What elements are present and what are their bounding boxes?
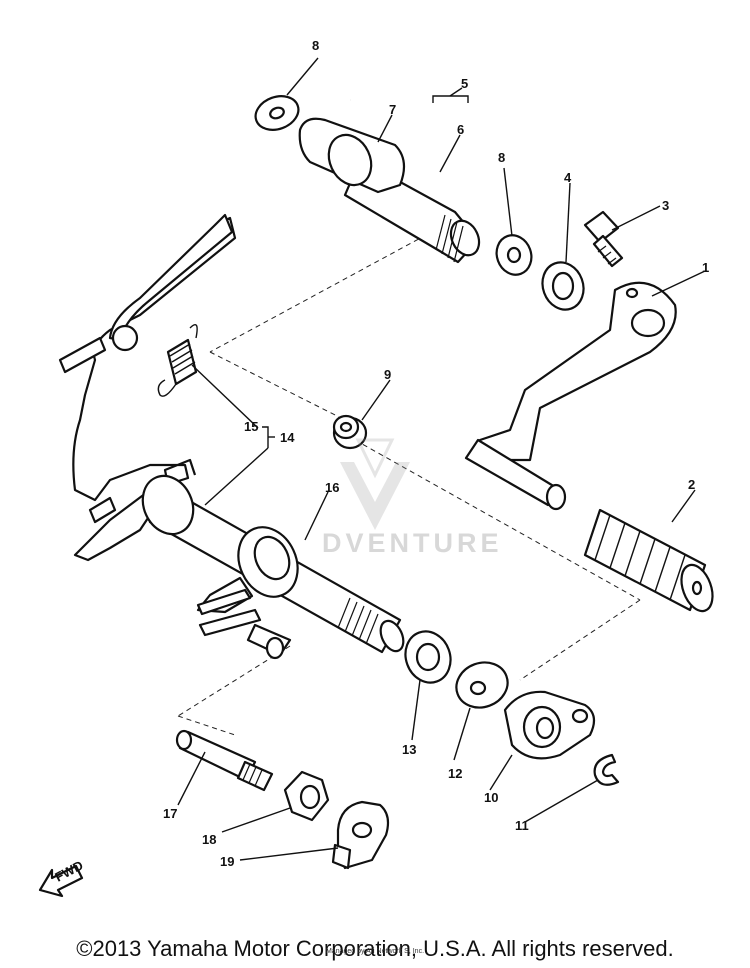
shift-shaft-6 xyxy=(298,117,481,264)
shift-arm-14 xyxy=(58,213,237,562)
part-label-19: 19 xyxy=(220,854,234,869)
spring-15 xyxy=(157,324,198,397)
stud-bolt-17 xyxy=(175,729,274,792)
part-label-8-top: 8 xyxy=(312,38,319,53)
exploded-parts-diagram: FWD 1 2 3 4 5 6 7 xyxy=(38,38,714,898)
shift-rubber-2 xyxy=(583,508,714,613)
part-label-15: 15 xyxy=(244,419,258,434)
oil-seal-4 xyxy=(541,261,585,311)
part-label-5: 5 xyxy=(461,76,468,91)
washer-12 xyxy=(455,661,509,709)
part-label-4: 4 xyxy=(564,170,572,185)
part-label-1: 1 xyxy=(702,260,709,275)
circlip-11 xyxy=(593,753,620,786)
bracket-5 xyxy=(432,87,469,103)
part-label-16: 16 xyxy=(325,480,339,495)
part-label-18: 18 xyxy=(202,832,216,847)
bracket-15-14 xyxy=(262,426,275,448)
part-label-12: 12 xyxy=(448,766,462,781)
washer-8-mid xyxy=(495,234,533,276)
stopper-10 xyxy=(503,690,596,760)
part-label-14: 14 xyxy=(280,430,295,445)
part-label-17: 17 xyxy=(163,806,177,821)
fwd-arrow-icon: FWD xyxy=(38,858,86,898)
part-label-9: 9 xyxy=(384,367,391,382)
pins xyxy=(196,588,292,660)
collar-9 xyxy=(332,414,368,450)
nut-18 xyxy=(283,770,330,822)
sub-credit: Managed by Ari Network S, Inc. xyxy=(325,948,425,955)
part-label-7: 7 xyxy=(389,102,396,117)
copyright-notice: ©2013 Yamaha Motor Corporation, U.S.A. A… xyxy=(76,936,674,961)
collar-16 xyxy=(196,526,299,614)
part-label-2: 2 xyxy=(688,477,695,492)
part-label-13: 13 xyxy=(402,742,416,757)
bolt-3 xyxy=(583,210,624,268)
shift-lever-1 xyxy=(464,281,677,511)
part-label-11: 11 xyxy=(515,818,529,833)
part-label-3: 3 xyxy=(662,198,669,213)
lock-plate-19 xyxy=(331,800,390,870)
leader-lines xyxy=(177,57,706,861)
part-label-6: 6 xyxy=(457,122,464,137)
part-labels: 1 2 3 4 5 6 7 8 8 9 10 11 12 13 14 15 16… xyxy=(163,38,709,869)
part-label-8-mid: 8 xyxy=(498,150,505,165)
washer-8-top xyxy=(254,95,300,131)
oil-seal-13 xyxy=(404,630,452,684)
part-label-10: 10 xyxy=(484,790,498,805)
